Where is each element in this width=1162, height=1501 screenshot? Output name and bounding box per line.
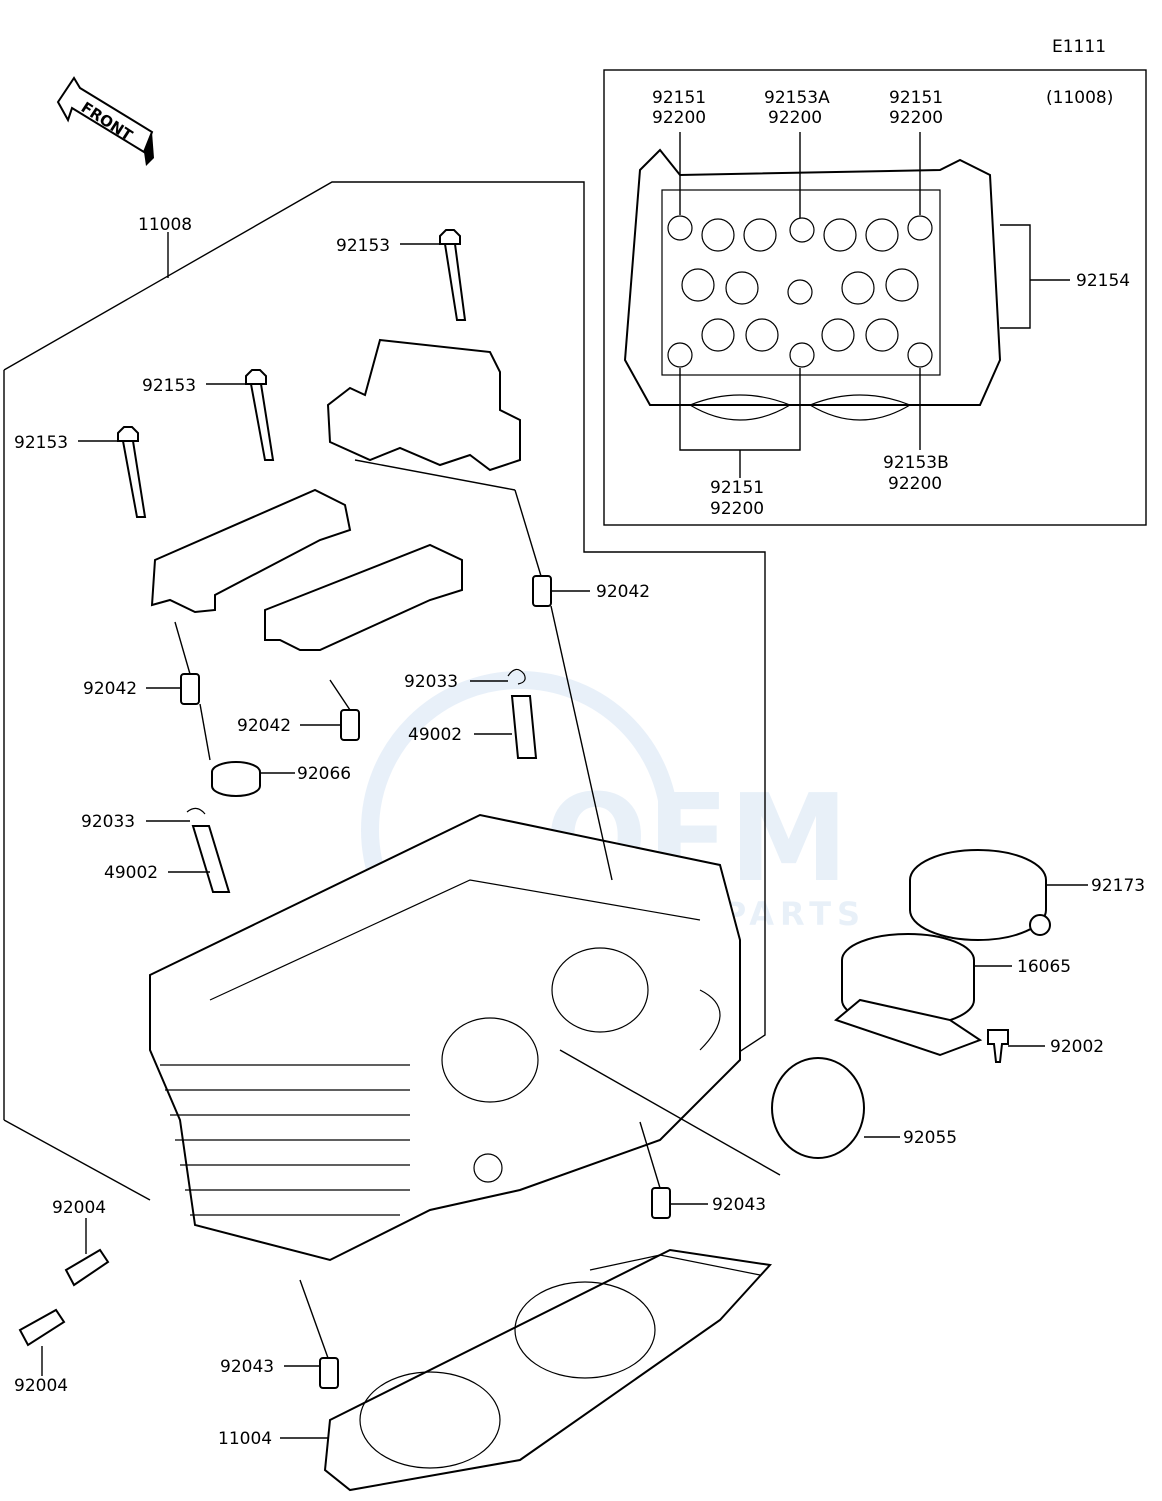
intake-clamp: [909, 849, 1051, 941]
label-11004: 11004: [218, 1429, 272, 1449]
inset-side: 92154: [1076, 271, 1130, 291]
inset-tl-2: 92200: [652, 108, 706, 128]
label-92042-b: 92042: [83, 679, 137, 699]
intake-holder: [833, 933, 983, 1057]
label-92153-b: 92153: [142, 376, 196, 396]
dowel-pin-92043-a: [651, 1187, 671, 1219]
label-92153-c: 92153: [14, 433, 68, 453]
plug-icon: [211, 761, 261, 797]
label-92004-b: 92004: [14, 1376, 68, 1396]
label-92004-a: 92004: [52, 1198, 106, 1218]
inset-leaders: [679, 132, 1070, 478]
label-92002: 92002: [1050, 1037, 1104, 1057]
head-gasket: [323, 1248, 772, 1492]
inset-bl-1: 92151: [710, 478, 764, 498]
label-11008: 11008: [138, 215, 192, 235]
inset-box: [603, 69, 1147, 526]
inset-tr-1: 92151: [889, 88, 943, 108]
label-92033-b: 92033: [81, 812, 135, 832]
camshaft-cap: [150, 338, 521, 651]
label-92173: 92173: [1091, 876, 1145, 896]
dowel-pin-92043-b: [319, 1357, 339, 1389]
bolt-icon: [117, 229, 467, 518]
label-16065: 16065: [1017, 957, 1071, 977]
inset-tm-1: 92153A: [764, 88, 830, 108]
inset-tl-1: 92151: [652, 88, 706, 108]
assembly-outline: [3, 181, 766, 1101]
label-92055: 92055: [903, 1128, 957, 1148]
label-92153-a: 92153: [336, 236, 390, 256]
screw-icon: [987, 1029, 1009, 1063]
valve-guide: [186, 668, 538, 893]
diagram-code: E1111: [1052, 37, 1106, 57]
o-ring: [771, 1057, 865, 1159]
label-49002-a: 49002: [408, 725, 462, 745]
label-92042-c: 92042: [237, 716, 291, 736]
front-arrow-icon: FRONT: [56, 76, 154, 166]
label-92042-a: 92042: [596, 582, 650, 602]
leader-lines: [41, 243, 1088, 1439]
inset-head-top-view: [623, 148, 1002, 421]
label-49002-b: 49002: [104, 863, 158, 883]
label-92043-b: 92043: [220, 1357, 274, 1377]
label-92066: 92066: [297, 764, 351, 784]
label-92043-a: 92043: [712, 1195, 766, 1215]
cylinder-head: [149, 813, 741, 1262]
inset-bl-2: 92200: [710, 499, 764, 519]
stud-icon: [18, 1248, 110, 1347]
label-92033-a: 92033: [404, 672, 458, 692]
inset-br-2: 92200: [888, 474, 942, 494]
inset-br-1: 92153B: [883, 453, 949, 473]
inset-note: (11008): [1046, 88, 1113, 108]
inset-tm-2: 92200: [768, 108, 822, 128]
inset-tr-2: 92200: [889, 108, 943, 128]
